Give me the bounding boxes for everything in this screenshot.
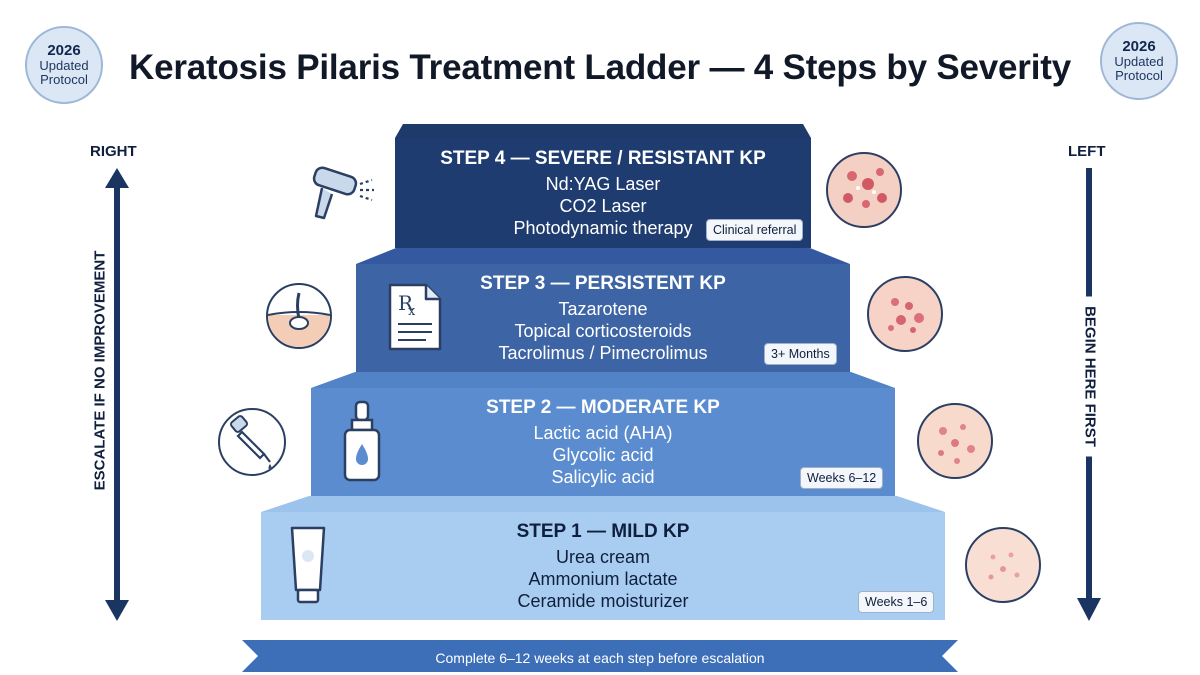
mild-skin-icon [965,527,1041,603]
step-3-treatment: Tazarotene [558,299,648,319]
svg-text:R: R [398,291,414,315]
left-axis-vertical-label: ESCALATE IF NO IMPROVEMENT [89,240,111,501]
right-axis-vertical-label: BEGIN HERE FIRST [1079,296,1101,457]
dropper-icon [218,408,286,476]
step-4-treatment: Nd:YAG Laser [545,174,661,194]
step-2-treatment: Lactic acid (AHA) [533,423,673,443]
step-3-treatment: Tacrolimus / Pimecrolimus [498,343,708,363]
step-1-treatment: Urea cream [555,547,651,567]
badge-year: 2026 [47,42,81,60]
step-2-treatment: Glycolic acid [552,445,654,465]
footer-note: Complete 6–12 weeks at each step before … [435,650,765,666]
step-2-shape [311,372,895,496]
step-3-content: STEP 3 — PERSISTENT KP Tazarotene Topica… [356,273,850,364]
page-title: Keratosis Pilaris Treatment Ladder — 4 S… [129,48,1071,87]
step-1-treatment: Ceramide moisturizer [517,591,689,611]
step-1-heading: STEP 1 — MILD KP [516,521,690,542]
cream-tube-icon [290,526,326,604]
badge-line1: Updated [1114,54,1164,70]
footer-ribbon [242,640,958,672]
step-4-treatment: Photodynamic therapy [513,218,693,238]
step-2-treatment: Salicylic acid [551,467,655,487]
step-1-shape [261,496,945,620]
moderate-skin-icon [917,403,993,479]
updated-protocol-badge-right: 2026 Updated Protocol [1100,22,1178,100]
badge-line1: Updated [39,58,89,74]
step-3-heading: STEP 3 — PERSISTENT KP [480,273,726,294]
step-3-treatment: Topical corticosteroids [514,321,692,341]
step-1-tag: Weeks 1–6 [858,591,935,613]
laser-device-icon [312,166,374,220]
prescription-icon: R x [388,283,442,351]
badge-line2: Protocol [40,71,88,87]
step-4-tag: Clinical referral [706,219,804,241]
escalate-arrow-icon [105,168,129,621]
step-1-treatment: Ammonium lactate [528,569,678,589]
badge-year: 2026 [1122,38,1156,56]
step-4-treatment: CO2 Laser [559,196,647,216]
hair-follicle-icon [266,283,332,349]
step-4-heading: STEP 4 — SEVERE / RESISTANT KP [440,148,766,169]
step-2-tag: Weeks 6–12 [800,467,884,489]
left-axis-top-label: RIGHT [90,143,137,160]
updated-protocol-badge-left: 2026 Updated Protocol [25,26,103,104]
badge-line2: Protocol [1115,67,1163,83]
step-1-content: STEP 1 — MILD KP Urea cream Ammonium lac… [261,521,945,612]
step-2-content: STEP 2 — MODERATE KP Lactic acid (AHA) G… [311,397,895,488]
step-4-shape [395,124,811,248]
persistent-skin-icon [867,276,943,352]
step-3-tag: 3+ Months [764,343,837,365]
step-4-content: STEP 4 — SEVERE / RESISTANT KP Nd:YAG La… [395,148,811,239]
serum-bottle-icon [343,400,381,482]
step-2-heading: STEP 2 — MODERATE KP [486,397,720,418]
severe-skin-icon [826,152,902,228]
svg-text:x: x [408,304,416,319]
right-axis-top-label: LEFT [1068,143,1106,160]
